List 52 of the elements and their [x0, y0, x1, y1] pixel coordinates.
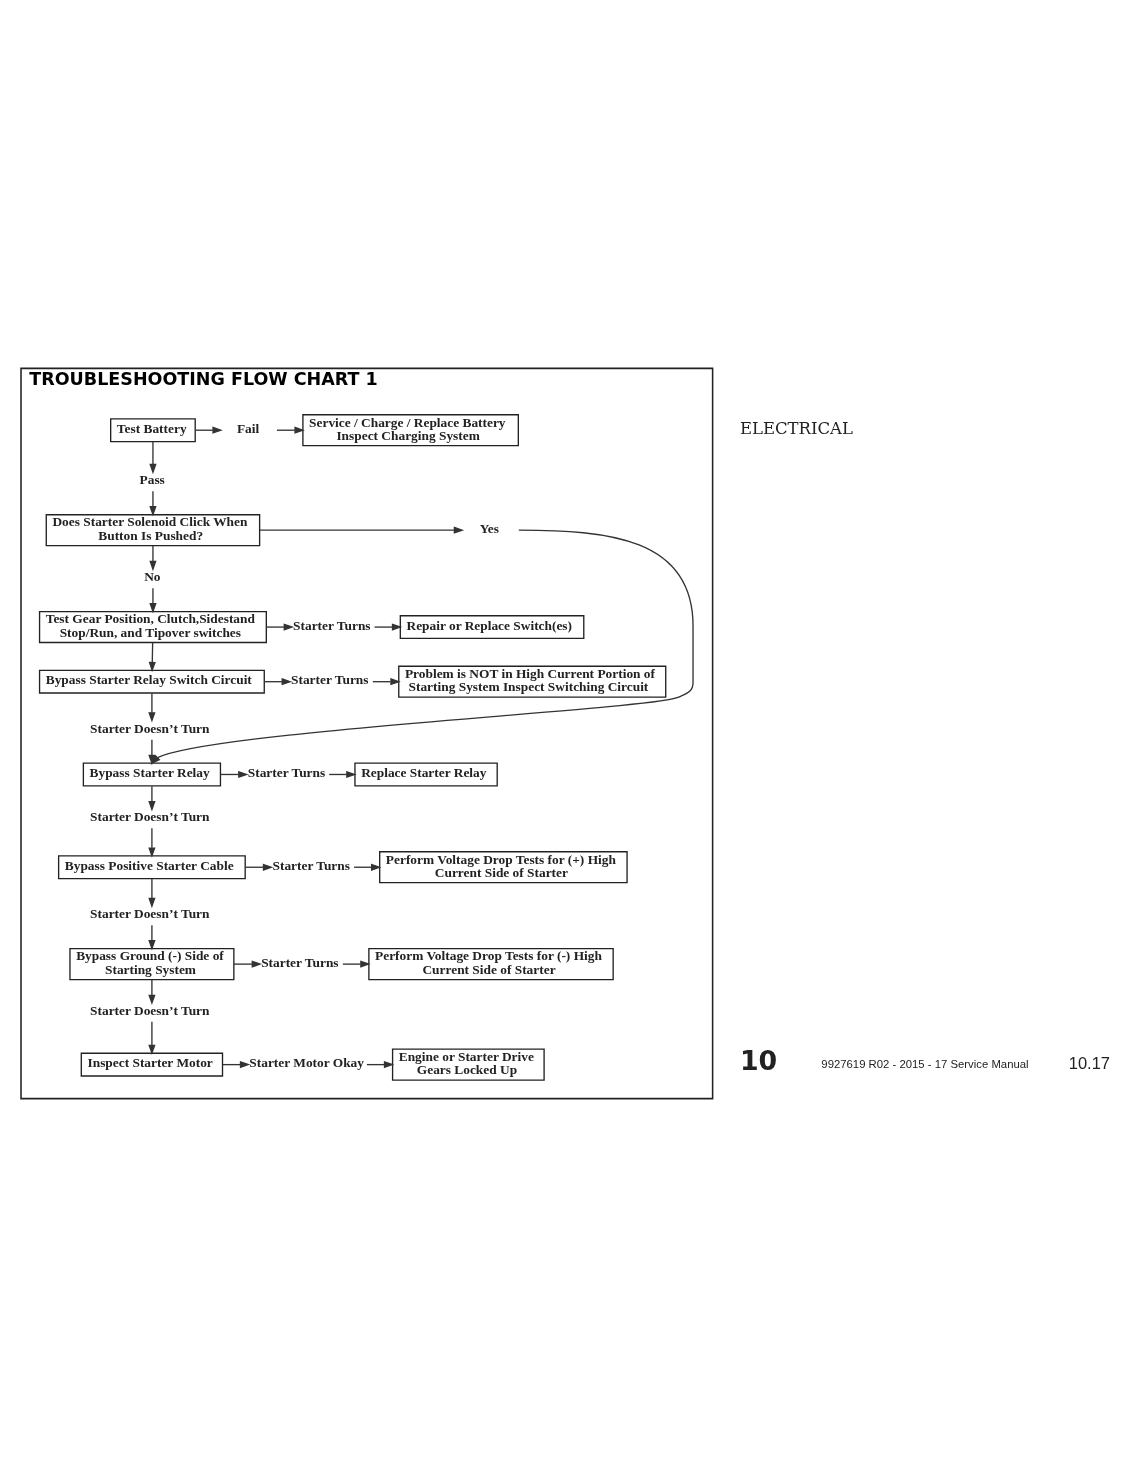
node-text: Yes — [479, 520, 500, 536]
arrow — [373, 622, 403, 631]
node-text: Starter Doesn’t Turn — [90, 720, 210, 736]
node-box: Bypass Starter Relay Switch Circuit — [38, 669, 265, 694]
arrow — [149, 440, 157, 474]
node-box: Bypass Ground (-) Side of Starting System — [69, 947, 235, 980]
arrow — [148, 641, 156, 672]
node-text: Starter Turns — [247, 764, 326, 780]
arrow — [342, 959, 371, 968]
node-box: Bypass Starter Relay — [82, 761, 222, 786]
node-text: Starter Motor Okay — [249, 1054, 364, 1070]
node-text: Starter Doesn’t Turn — [90, 808, 210, 824]
arrow — [148, 692, 156, 723]
node-text: Starter Turns — [291, 671, 369, 687]
node-box: Perform Voltage Drop Tests for (-) High Current Side of Starter — [368, 947, 614, 980]
node-box: Inspect Starter Motor — [80, 1052, 224, 1077]
arrow — [148, 978, 156, 1005]
node-box: Service / Charge / Replace Battery Inspect Charging System — [302, 413, 519, 446]
node-text: No — [144, 568, 161, 584]
node-box: Test Gear Position, Clutch,Sidestand Stop/Run, and Tipover switches — [38, 610, 267, 643]
label: 9927619 R02 - 2015 - 17 Service Manual — [821, 1057, 1029, 1069]
label: ELECTRICAL — [739, 418, 853, 438]
arrow — [265, 622, 295, 631]
node-box: Bypass Positive Starter Cable — [57, 854, 246, 879]
arrow — [148, 924, 156, 950]
arrow — [233, 959, 263, 968]
node-text: Starter Doesn’t Turn — [90, 1002, 210, 1018]
node-box: Problem is NOT in High Current Portion of Starting System Inspect Switching Circuit — [398, 665, 667, 698]
node-box: Does Starter Solenoid Click When Button Is Pushed? — [45, 513, 261, 546]
arrow — [148, 877, 156, 908]
node-box: Engine or Starter Drive Gears Locked Up — [391, 1048, 545, 1081]
node-text: Starter Turns — [272, 857, 350, 873]
node-box: Test Battery — [110, 417, 196, 442]
node-text: Starter Turns — [293, 617, 371, 633]
arrow — [259, 526, 465, 534]
label: 10.17 — [1068, 1053, 1110, 1072]
arrow — [148, 1020, 156, 1055]
node-text: Pass — [139, 471, 165, 487]
arrow — [149, 587, 157, 613]
node-text: Starter Doesn’t Turn — [90, 905, 210, 921]
node-box: Perform Voltage Drop Tests for (+) High Current Side of Starter — [379, 850, 628, 883]
arrow — [148, 827, 156, 858]
node-text: Starter Turns — [261, 954, 339, 970]
arrow — [219, 770, 249, 778]
arrow — [148, 738, 156, 765]
label: 10 — [739, 1044, 778, 1076]
node-box: Replace Starter Relay — [354, 761, 498, 786]
node-text: Fail — [236, 420, 260, 436]
arrow — [149, 490, 157, 517]
arrow — [149, 544, 157, 571]
arrow — [148, 785, 156, 812]
node-box: Repair or Replace Switch(es) — [399, 614, 585, 639]
